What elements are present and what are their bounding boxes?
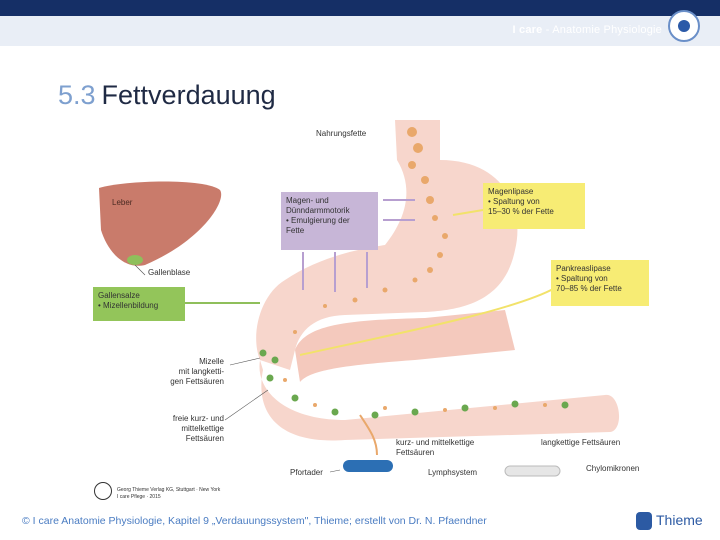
fat-droplet	[421, 176, 429, 184]
fat-droplet	[427, 267, 433, 273]
free-fa-pointer	[224, 389, 269, 421]
micelle	[271, 356, 279, 364]
micelle-line: mit langketti-	[178, 367, 224, 376]
chylomicrons-label: Chylomikronen	[586, 464, 640, 473]
free-fa-line: freie kurz- und	[172, 414, 224, 423]
motility-line: Fette	[286, 226, 305, 235]
brand-tail: - Anatomie Physiologie	[542, 24, 662, 36]
micelle-line: Mizelle	[199, 357, 224, 366]
liver-shape	[99, 181, 222, 266]
micelle	[511, 400, 519, 408]
bile-salts-box: Gallensalze • Mizellenbildung	[93, 287, 185, 321]
micelle	[331, 408, 339, 416]
publisher-name: Thieme	[656, 512, 703, 528]
fat-droplet	[408, 161, 416, 169]
motility-line: • Emulgierung der	[286, 216, 350, 225]
free-fatty-acids-label: freie kurz- und mittelkettige Fettsäuren	[150, 414, 224, 444]
fat-droplet	[413, 143, 423, 153]
motility-line: Magen- und	[286, 196, 329, 205]
micelle-line: gen Fettsäuren	[170, 377, 224, 386]
short-medium-fatty-acids-label: kurz- und mittelkettige Fettsäuren	[396, 438, 474, 458]
gastric-lipase-line	[452, 209, 484, 216]
micelle	[266, 374, 274, 382]
gallbladder-label: Gallenblase	[148, 268, 191, 277]
thieme-logo-icon	[636, 512, 652, 530]
fat-droplet	[412, 277, 418, 283]
pancreatic-lipase-line: • Spaltung von	[556, 274, 608, 283]
gallbladder-shape	[127, 255, 143, 265]
fat-digestion-diagram	[99, 120, 620, 477]
micelle	[561, 401, 569, 409]
fat-droplet	[313, 403, 317, 407]
fat-droplet	[432, 215, 438, 221]
micelle	[259, 349, 267, 357]
micelle	[371, 411, 379, 419]
publisher-credit: Georg Thieme Verlag KG, Stuttgart · New …	[117, 487, 220, 501]
bile-salts-item: • Mizellenbildung	[98, 301, 159, 310]
section-title: Fettverdauung	[101, 80, 276, 110]
publisher-seal-icon	[94, 482, 112, 500]
long-chain-fatty-acids-label: langkettige Fettsäuren	[541, 438, 621, 447]
brand-main: I care	[512, 24, 543, 36]
fat-droplets	[283, 127, 547, 412]
portal-vein-pointer	[329, 469, 341, 473]
pancreatic-lipase-line	[299, 287, 556, 356]
pancreatic-lipase-line: Pankreaslipase	[556, 264, 611, 273]
fat-droplet	[293, 330, 297, 334]
stomach-shape	[256, 120, 518, 370]
motility-box: Magen- und Dünndarmmotorik • Emulgierung…	[281, 192, 378, 250]
micelle	[411, 408, 419, 416]
fat-droplet	[383, 406, 387, 410]
gastric-lipase-line: • Spaltung von	[488, 197, 540, 206]
micelles	[259, 349, 569, 419]
brand-bar	[0, 16, 720, 46]
free-fa-line: Fettsäuren	[185, 434, 224, 443]
bile-salts-title: Gallensalze	[98, 291, 140, 300]
intestine-shape	[259, 360, 620, 441]
pancreatic-lipase-line: 70–85 % der Fette	[556, 284, 622, 293]
gallbladder-line	[134, 264, 146, 276]
lymph-system-label: Lymphsystem	[428, 468, 478, 477]
pancreatic-lipase-box: Pankreaslipase • Spaltung von 70–85 % de…	[551, 260, 649, 306]
fat-droplet	[283, 378, 287, 382]
fat-droplet	[443, 408, 447, 412]
fat-droplet	[407, 127, 417, 137]
short-medium-fa-line: Fettsäuren	[396, 448, 435, 457]
micelle-label: Mizelle mit langketti- gen Fettsäuren	[150, 357, 224, 387]
fat-droplet	[442, 233, 448, 239]
food-fat-label: Nahrungsfette	[316, 129, 367, 138]
gastric-lipase-line: Magenlipase	[488, 187, 534, 196]
short-medium-fa-line: kurz- und mittelkettige	[396, 438, 475, 447]
eye-logo-icon	[668, 10, 700, 42]
absorption-arrow	[359, 414, 378, 456]
fat-droplet	[352, 297, 358, 303]
gastric-lipase-box: Magenlipase • Spaltung von 15–30 % der F…	[483, 183, 585, 229]
fat-droplet	[426, 196, 434, 204]
lymph-vessel	[504, 465, 561, 477]
micelle-pointer	[229, 357, 261, 366]
fat-droplet	[323, 304, 327, 308]
duodenum-shape	[295, 310, 515, 382]
fat-droplet	[493, 406, 497, 410]
motility-line: Dünndarmmotorik	[286, 206, 350, 215]
gastric-lipase-line: 15–30 % der Fette	[488, 207, 554, 216]
credit-line: Georg Thieme Verlag KG, Stuttgart · New …	[117, 487, 221, 493]
section-number: 5.3	[58, 80, 96, 110]
fat-droplet	[382, 287, 388, 293]
credit-line: I care Pflege · 2015	[117, 494, 161, 500]
micelle	[461, 404, 469, 412]
portal-vein-vessel	[343, 460, 393, 472]
liver-label: Leber	[112, 198, 133, 207]
motility-arrows	[302, 199, 415, 292]
fat-droplet	[437, 252, 443, 258]
free-fa-line: mittelkettige	[181, 424, 224, 433]
micelle	[291, 394, 299, 402]
footer-citation: © I care Anatomie Physiologie, Kapitel 9…	[22, 515, 487, 527]
fat-droplet	[543, 403, 547, 407]
top-bar	[0, 0, 720, 16]
portal-vein-label: Pfortader	[290, 468, 323, 477]
brand-name: I care - Anatomie Physiologie	[512, 24, 662, 36]
